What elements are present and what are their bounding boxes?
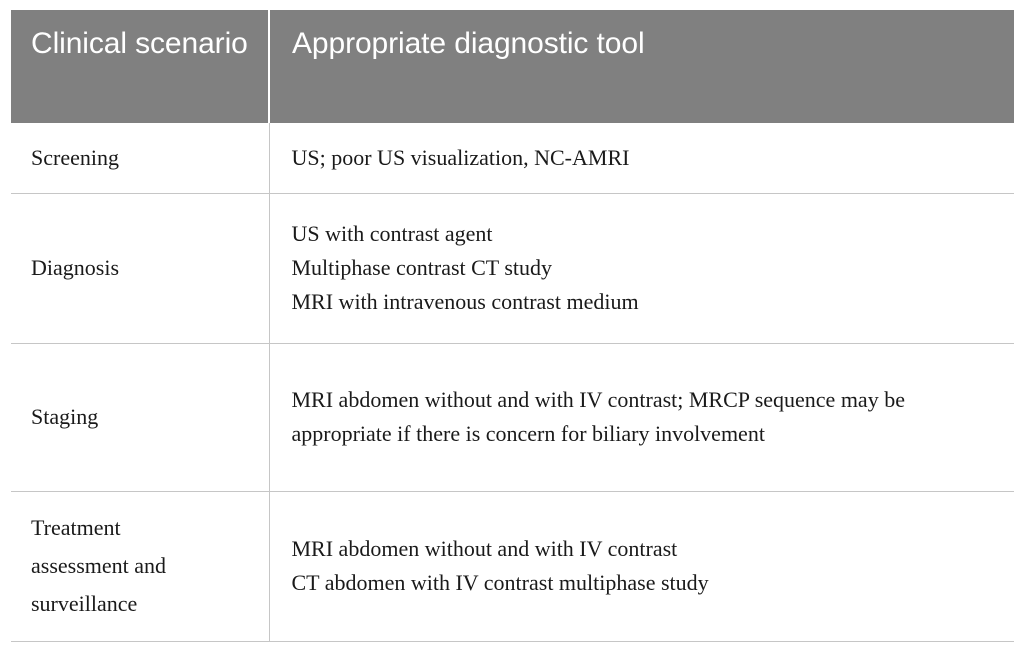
tool-line: CT abdomen with IV contrast multiphase s… xyxy=(291,570,709,595)
tool-line: MRI abdomen without and with IV contrast xyxy=(291,536,678,561)
table-container: Clinical scenario Appropriate diagnostic… xyxy=(11,10,1014,642)
header-row: Clinical scenario Appropriate diagnostic… xyxy=(11,10,1014,123)
tool-line: MRI abdomen without and with IV contrast… xyxy=(291,386,905,446)
cell-scenario: Treatment assessment and surveillance xyxy=(11,490,270,642)
tool-text: US; poor US visualization, NC-AMRI xyxy=(291,144,997,170)
table-row: Screening US; poor US visualization, NC-… xyxy=(11,123,1014,194)
cell-diagnostic-tool: MRI abdomen without and with IV contrast… xyxy=(269,342,1014,492)
tool-text: US with contrast agent Multiphase contra… xyxy=(292,223,997,313)
tool-line: US with contrast agent xyxy=(291,221,493,246)
scenario-line: Staging xyxy=(31,404,99,429)
scenario-text: Treatment assessment and surveillance xyxy=(31,517,259,615)
cell-diagnostic-tool: US; poor US visualization, NC-AMRI xyxy=(269,123,1014,194)
clinical-scenario-table: Clinical scenario Appropriate diagnostic… xyxy=(11,10,1014,642)
scenario-line: assessment and xyxy=(31,553,167,578)
tool-line: MRI with intravenous contrast medium xyxy=(291,289,639,314)
cell-diagnostic-tool: US with contrast agent Multiphase contra… xyxy=(269,192,1014,344)
column-header-appropriate-diagnostic-tool: Appropriate diagnostic tool xyxy=(269,10,1014,123)
table-row: Diagnosis US with contrast agent Multiph… xyxy=(11,192,1014,344)
cell-scenario: Screening xyxy=(11,123,270,194)
tool-text: MRI abdomen without and with IV contrast… xyxy=(292,538,997,594)
column-header-clinical-scenario: Clinical scenario xyxy=(11,10,270,123)
scenario-line: Screening xyxy=(31,144,119,170)
scenario-text: Screening xyxy=(31,144,259,170)
table-row: Treatment assessment and surveillance MR… xyxy=(11,490,1014,642)
cell-scenario: Diagnosis xyxy=(11,192,270,344)
cell-diagnostic-tool: MRI abdomen without and with IV contrast… xyxy=(269,490,1014,642)
table-header: Clinical scenario Appropriate diagnostic… xyxy=(11,10,1014,123)
scenario-line: surveillance xyxy=(31,591,138,616)
scenario-text: Staging xyxy=(31,406,259,428)
tool-line: Multiphase contrast CT study xyxy=(291,255,553,280)
scenario-line: Treatment xyxy=(31,515,121,540)
cell-scenario: Staging xyxy=(11,342,270,492)
table-row: Staging MRI abdomen without and with IV … xyxy=(11,342,1014,492)
scenario-text: Diagnosis xyxy=(31,257,259,279)
tool-line: US; poor US visualization, NC-AMRI xyxy=(291,144,630,170)
scenario-line: Diagnosis xyxy=(31,255,119,280)
table-body: Screening US; poor US visualization, NC-… xyxy=(11,123,1014,642)
